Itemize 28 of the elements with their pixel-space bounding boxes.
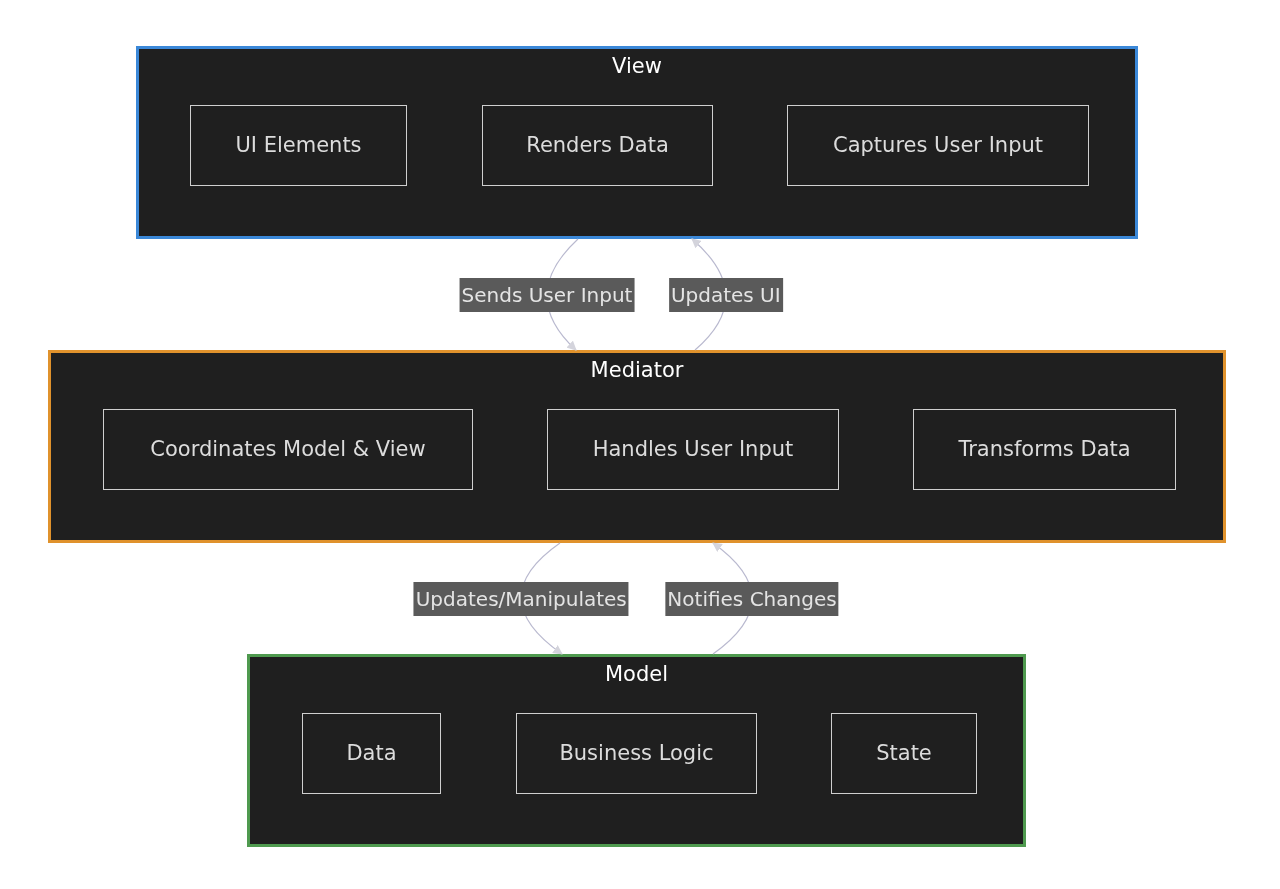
edge-label: Sends User Input	[459, 277, 635, 312]
node-label: Coordinates Model & View	[150, 435, 426, 463]
process-box	[913, 409, 1176, 490]
group-box	[48, 350, 1226, 543]
node-label: State	[876, 739, 932, 767]
process-box	[482, 105, 713, 186]
node-label: Captures User Input	[833, 131, 1043, 159]
process-box	[190, 105, 407, 186]
group-title: Model	[603, 661, 670, 688]
process-box	[516, 713, 757, 794]
node-label: Data	[346, 739, 397, 767]
edge-label: Updates/Manipulates	[413, 581, 629, 616]
process-box	[787, 105, 1089, 186]
process-box	[103, 409, 473, 490]
node-label: Handles User Input	[592, 435, 794, 463]
group-title: View	[611, 53, 663, 80]
group-box	[247, 654, 1026, 847]
group-title: Mediator	[589, 357, 685, 384]
process-box	[547, 409, 839, 490]
edge-label: Updates UI	[668, 277, 783, 312]
node-label: Transforms Data	[958, 435, 1131, 463]
group-box	[136, 46, 1138, 239]
node-label: UI Elements	[235, 131, 362, 159]
edge-label: Notifies Changes	[665, 581, 839, 616]
process-box	[302, 713, 441, 794]
node-label: Business Logic	[559, 739, 714, 767]
process-box	[831, 713, 977, 794]
node-label: Renders Data	[526, 131, 669, 159]
